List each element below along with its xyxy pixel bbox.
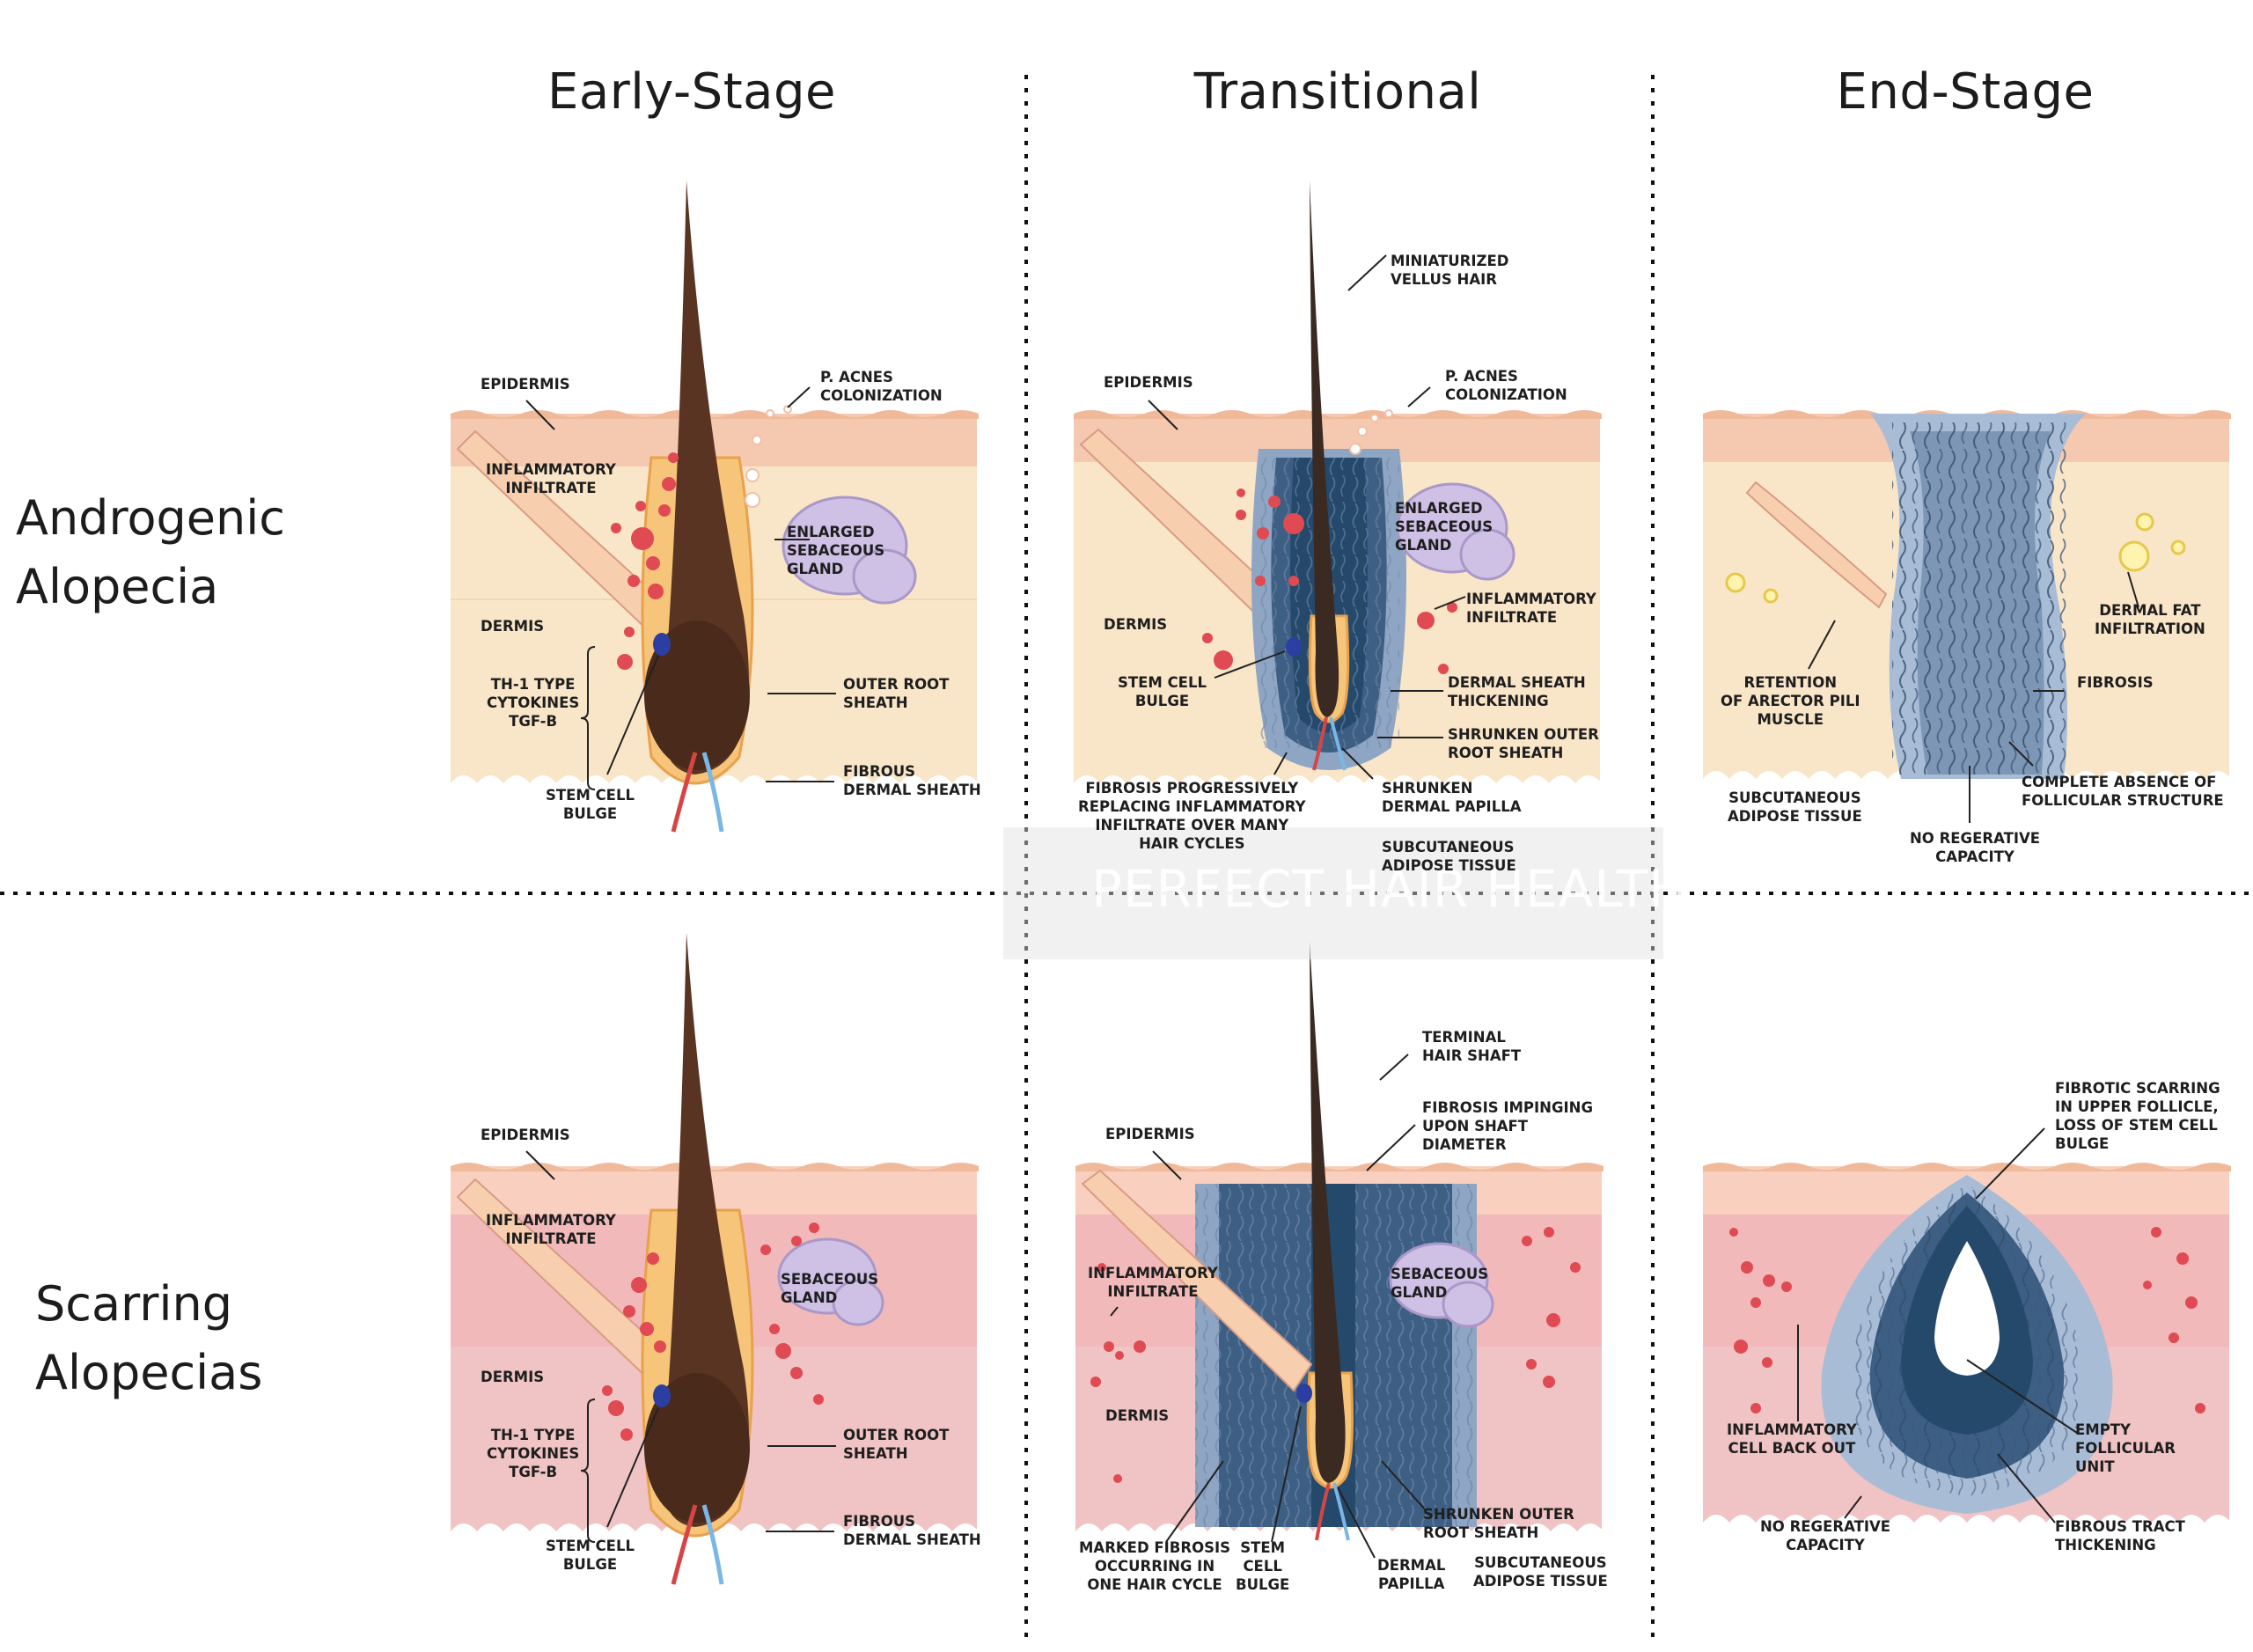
label-outer-root: OUTER ROOT SHEATH: [843, 1427, 950, 1462]
label-absence: COMPLETE ABSENCE OF FOLLICULAR STRUCTURE: [2022, 774, 2224, 809]
label-tract: FIBROUS TRACT THICKENING: [2055, 1518, 2185, 1553]
label-cytokines: TH-1 TYPE CYTOKINES TGF-B: [487, 676, 580, 730]
label-inflammatory-back: INFLAMMATORY CELL BACK OUT: [1727, 1421, 1857, 1457]
label-fibrotic: FIBROTIC SCARRING IN UPPER FOLLICLE, LOS…: [2055, 1080, 2220, 1152]
label-papilla: SHRUNKEN DERMAL PAPILLA: [1382, 780, 1522, 815]
label-fibrosis: FIBROSIS PROGRESSIVELY REPLACING INFLAMM…: [1078, 780, 1306, 852]
label-dermis: DERMIS: [481, 1369, 545, 1385]
label-retention: RETENTION OF ARECTOR PILI MUSCLE: [1721, 674, 1860, 728]
column-title-early: Early-Stage: [547, 63, 836, 121]
label-cytokines: TH-1 TYPE CYTOKINES TGF-B: [487, 1427, 580, 1480]
label-marked-fibrosis: MARKED FIBROSIS OCCURRING IN ONE HAIR CY…: [1079, 1539, 1231, 1593]
label-terminal: TERMINAL HAIR SHAFT: [1422, 1029, 1522, 1064]
label-papilla: DERMAL PAPILLA: [1377, 1557, 1446, 1592]
panel-sa-transitional: [1075, 942, 1604, 1559]
label-vellus: MINIATURIZED VELLUS HAIR: [1391, 253, 1509, 288]
panel-sa-end: [1703, 1127, 2231, 1531]
label-dermis: DERMIS: [481, 618, 545, 635]
watermark-text: PERFECT HAIR HEALTH: [1091, 859, 1688, 919]
label-dermal-fat: DERMAL FAT INFILTRATION: [2095, 602, 2205, 637]
label-fibrosis: FIBROSIS: [2077, 674, 2154, 691]
label-capacity: NO REGERATIVE CAPACITY: [1760, 1518, 1891, 1553]
panel-sa-early: [451, 933, 979, 1585]
panel-aa-early: [451, 180, 979, 833]
row-title-androgenic: Androgenic Alopecia: [16, 490, 285, 614]
row-title-scarring: Scarring Alopecias: [35, 1276, 263, 1400]
label-inflammatory: INFLAMMATORY INFILTRATE: [1466, 591, 1596, 626]
label-dermal-sheath: DERMAL SHEATH THICKENING: [1448, 674, 1586, 709]
label-dermis: DERMIS: [1104, 616, 1168, 633]
label-fibrous: FIBROUS DERMAL SHEATH: [843, 763, 981, 798]
label-empty: EMPTY FOLLICULAR UNIT: [2075, 1421, 2176, 1475]
label-sebaceous: SEBACEOUS GLAND: [1391, 1266, 1489, 1301]
label-stem-cell: STEM CELL BULGE: [1236, 1539, 1290, 1593]
label-adipose: SUBCUTANEOUS ADIPOSE TISSUE: [1728, 789, 1862, 825]
label-sebaceous: ENLARGED SEBACEOUS GLAND: [1395, 500, 1493, 554]
label-inflammatory: INFLAMMATORY INFILTRATE: [1088, 1265, 1218, 1300]
label-sebaceous: ENLARGED SEBACEOUS GLAND: [787, 524, 885, 577]
watermark-box: [1003, 827, 1663, 959]
label-inflammatory: INFLAMMATORY INFILTRATE: [486, 1212, 616, 1247]
label-epidermis: EPIDERMIS: [1104, 374, 1193, 391]
label-inflammatory: INFLAMMATORY INFILTRATE: [486, 461, 616, 496]
label-p-acnes: P. ACNES COLONIZATION: [1445, 368, 1567, 403]
label-capacity: NO REGERATIVE CAPACITY: [1910, 830, 2041, 865]
label-stem-cell: STEM CELL BULGE: [546, 1538, 635, 1573]
label-epidermis: EPIDERMIS: [481, 376, 570, 393]
label-outer-root: OUTER ROOT SHEATH: [843, 676, 950, 711]
label-impinging: FIBROSIS IMPINGING UPON SHAFT DIAMETER: [1422, 1099, 1594, 1153]
panel-aa-end: [1703, 410, 2231, 823]
label-adipose: SUBCUTANEOUS ADIPOSE TISSUE: [1382, 839, 1516, 874]
grid-dividers: [0, 75, 2253, 1637]
label-stem-cell: STEM CELL BULGE: [1118, 674, 1207, 709]
label-shrunken-outer: SHRUNKEN OUTER ROOT SHEATH: [1448, 726, 1599, 761]
label-stem-cell: STEM CELL BULGE: [546, 787, 635, 822]
label-adipose: SUBCUTANEOUS ADIPOSE TISSUE: [1473, 1554, 1608, 1590]
label-fibrous: FIBROUS DERMAL SHEATH: [843, 1513, 981, 1548]
label-sebaceous: SEBACEOUS GLAND: [781, 1271, 879, 1306]
label-epidermis: EPIDERMIS: [1105, 1126, 1195, 1142]
label-p-acnes: P. ACNES COLONIZATION: [820, 369, 943, 404]
column-title-end: End-Stage: [1836, 63, 2095, 121]
label-epidermis: EPIDERMIS: [481, 1127, 570, 1143]
panel-aa-transitional: [1074, 180, 1602, 792]
column-title-transitional: Transitional: [1193, 63, 1482, 121]
label-dermis: DERMIS: [1105, 1407, 1170, 1424]
label-shrunken-outer: SHRUNKEN OUTER ROOT SHEATH: [1423, 1506, 1574, 1541]
